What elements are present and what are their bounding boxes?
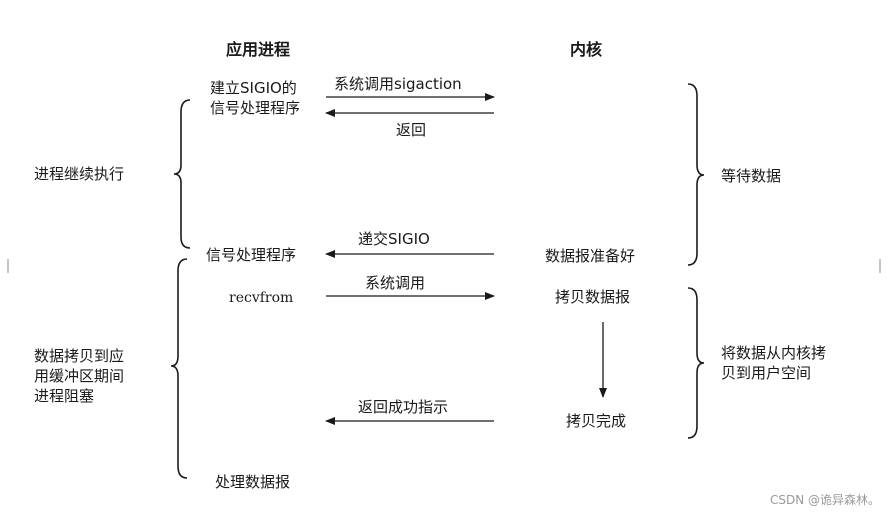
copy-line-2: 贝到用户空间 [721,364,812,382]
blocked-line-1: 数据拷贝到应 [34,347,125,365]
copy-done-label: 拷贝完成 [566,412,627,430]
return-success-label: 返回成功指示 [358,398,449,416]
header-kernel: 内核 [570,40,603,59]
blocked-line-3: 进程阻塞 [34,387,95,405]
datagram-ready-label: 数据报准备好 [545,247,636,265]
header-app-process: 应用进程 [226,40,291,59]
return-label: 返回 [396,121,427,139]
right-brace-wait [687,83,705,266]
process-continues-label: 进程继续执行 [34,165,125,183]
process-blocked-label: 数据拷贝到应 用缓冲区期间 进程阻塞 [34,346,124,406]
setup-sigio-handler-label: 建立SIGIO的 信号处理程序 [210,78,300,118]
csdn-watermark: CSDN @诡异森林。 [770,493,881,507]
blocked-line-2: 用缓冲区期间 [34,367,125,385]
setup-line-1: 建立SIGIO的 [210,79,297,97]
sigaction-call-label: 系统调用sigaction [334,75,462,93]
deliver-sigio-label: 递交SIGIO [358,230,430,248]
syscall-label: 系统调用 [365,274,426,292]
copy-line-1: 将数据从内核拷 [721,344,827,362]
process-datagram-label: 处理数据报 [215,473,291,491]
setup-line-2: 信号处理程序 [210,99,301,117]
copy-datagram-label: 拷贝数据报 [555,288,631,306]
signal-handler-label: 信号处理程序 [206,246,297,264]
right-brace-copy [687,287,705,439]
left-brace-blocked [170,258,188,479]
wait-data-label: 等待数据 [721,167,782,185]
copy-to-user-label: 将数据从内核拷 贝到用户空间 [721,343,826,383]
left-brace-continue [173,99,191,249]
recvfrom-label: recvfrom [229,290,294,306]
